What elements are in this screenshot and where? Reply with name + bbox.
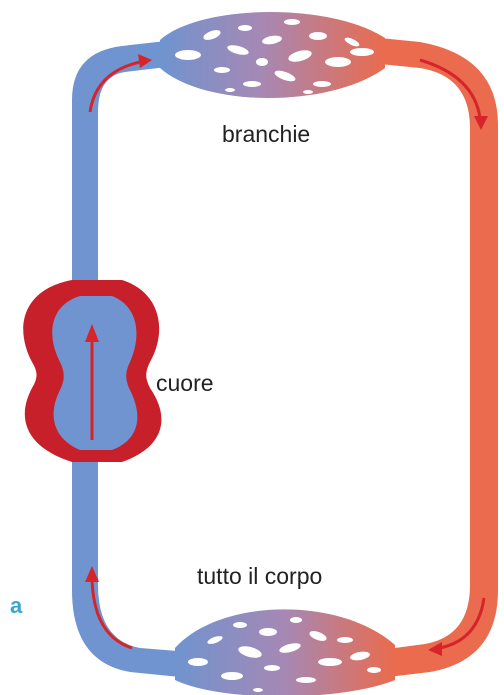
right-vessel bbox=[360, 36, 498, 678]
body-label: tutto il corpo bbox=[197, 563, 322, 590]
panel-letter: a bbox=[10, 593, 22, 619]
body-capillary-bed bbox=[175, 609, 395, 695]
gills-label: branchie bbox=[222, 121, 310, 148]
gills-capillary-bed bbox=[160, 12, 385, 98]
heart-label: cuore bbox=[156, 370, 214, 397]
heart-chambers bbox=[23, 280, 161, 462]
